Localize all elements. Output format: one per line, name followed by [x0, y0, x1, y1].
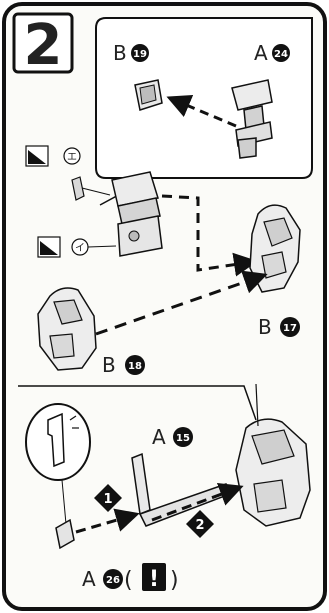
- order-1-text: 1: [103, 492, 112, 507]
- warning-icon: [142, 563, 166, 591]
- label-a26-letter: A: [82, 567, 96, 591]
- label-a15-badge: [173, 427, 193, 447]
- label-b19: B 19: [113, 41, 149, 65]
- label-a24: A 24: [254, 41, 290, 65]
- label-a26: A 26 ( ! ): [82, 563, 179, 593]
- part-b17: [249, 204, 301, 293]
- label-b18-number: 18: [128, 361, 142, 372]
- label-a15-letter: A: [152, 425, 166, 449]
- label-a24-badge: [272, 44, 290, 62]
- label-a24-letter: A: [254, 41, 268, 65]
- part-assembled-body: [235, 383, 311, 527]
- label-b17-letter: B: [258, 315, 272, 339]
- marker-e: エ: [25, 145, 111, 201]
- detail-bubble: [25, 403, 91, 525]
- section-divider: [18, 385, 257, 421]
- marker-e-text: エ: [67, 152, 77, 163]
- warning-mark: !: [149, 567, 159, 592]
- step-number: 2: [24, 13, 63, 78]
- arrow-a24-to-b19: [166, 94, 237, 128]
- label-b18: B 18: [102, 353, 145, 377]
- part-b18: [37, 287, 97, 371]
- warning-open-paren: (: [124, 568, 133, 593]
- label-b17: B 17: [258, 315, 300, 339]
- marker-i-text: イ: [75, 243, 85, 254]
- part-a15: [131, 452, 231, 527]
- label-b18-letter: B: [102, 353, 116, 377]
- part-a24: [231, 79, 273, 159]
- label-a15: A 15: [152, 425, 193, 449]
- part-b19: [134, 79, 163, 111]
- label-a24-number: 24: [274, 49, 288, 60]
- warning-close-paren: ): [170, 568, 179, 593]
- label-a26-number: 26: [106, 575, 120, 586]
- label-b19-number: 19: [133, 49, 147, 60]
- order-badge-1: 1: [94, 484, 122, 512]
- arrow-joint-to-b17: [161, 194, 258, 277]
- label-b19-badge: [131, 44, 149, 62]
- label-b17-number: 17: [283, 323, 297, 334]
- arrow-b18-to-b17: [95, 270, 268, 336]
- part-a26: [55, 518, 75, 550]
- label-b17-badge: [280, 317, 300, 337]
- marker-i: イ: [37, 236, 117, 258]
- label-a26-badge: [103, 569, 123, 589]
- arrow-step-1: [75, 508, 140, 534]
- order-badge-2: 2: [186, 510, 214, 538]
- step-number-box: 2: [12, 12, 74, 78]
- part-joint-assembly: [111, 171, 163, 257]
- label-b19-letter: B: [113, 41, 127, 65]
- label-b18-badge: [125, 355, 145, 375]
- order-2-text: 2: [195, 518, 204, 533]
- label-a15-number: 15: [176, 433, 190, 444]
